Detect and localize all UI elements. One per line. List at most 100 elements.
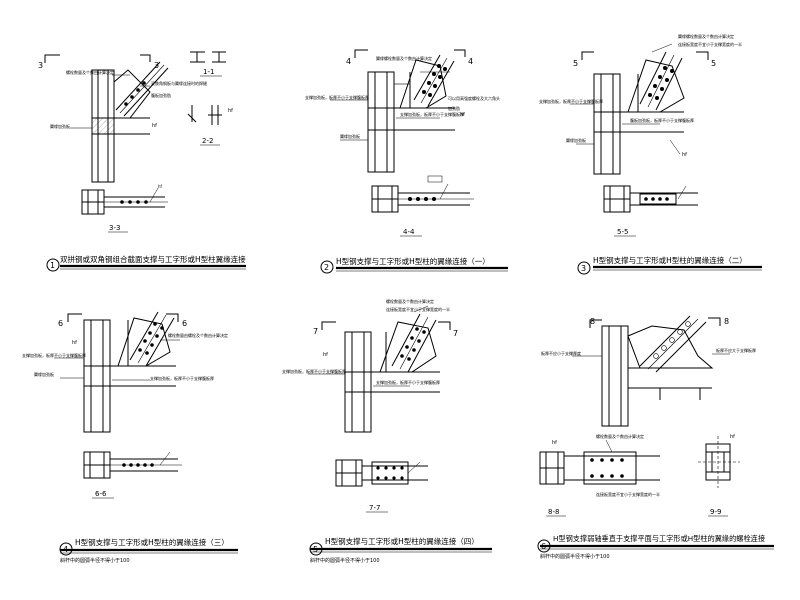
weld-symbol: hf — [152, 123, 157, 129]
section-mark-right: 8 — [724, 317, 729, 326]
note-plate-width: 连接板宽度不宜小于支撑宽度的一半 — [386, 306, 450, 312]
section-label-1-1: 1-1 — [203, 68, 214, 76]
note-hs-bolts: 可以用高强度螺栓及大六角头 — [448, 95, 500, 101]
detail-5: 7 7 螺栓数量及个数由计算决定 连接板宽度不宜小于支 — [282, 298, 492, 564]
section-label-6-6: 6-6 — [95, 490, 107, 498]
section-6-6-plan: 6-6 — [83, 451, 182, 499]
aux-weld-symbol: hf — [730, 434, 735, 440]
note-flange-bolts: 翼缘螺栓数量及个数由计算决定 — [376, 55, 432, 61]
note-brace-stiffener: 支撑加劲板，板厚不小于支撑腹板厚 — [539, 98, 603, 104]
detail-3: 5 5 翼缘螺栓数量及个数由计算决定 连接板宽度不宜小 — [539, 33, 762, 275]
section-2-2: hf 2-2 — [187, 105, 233, 146]
note-bolts: 螺栓数量及个数由计算决定 — [386, 298, 434, 304]
detail-title: H型钢支撑与工字形或H型柱的翼缘连接（四） — [325, 536, 479, 546]
section-9-9: hf 9-9 — [698, 434, 740, 517]
section-4-4-plan: 4-4 — [371, 175, 474, 237]
section-mark-left: 4 — [346, 57, 351, 66]
detail-number-circle — [577, 261, 591, 275]
column-elevation — [601, 325, 712, 427]
section-3-3-plan: hf 3-3 — [81, 184, 168, 233]
note-plate-width: 连接板宽度不宜小于支撑宽度的一半 — [678, 41, 742, 47]
gusset-plate — [113, 69, 151, 119]
column-elevation — [83, 319, 176, 433]
footnote: 斜杆中的圆弧半径不得小于100 — [60, 557, 130, 564]
note-stiffener: 加劲肋 — [448, 105, 460, 111]
detail-4: 6 6 螺栓数量由螺栓及个数由计算决定 支撑 — [22, 311, 238, 564]
section-mark-right: 4 — [468, 57, 473, 66]
detail-title: H型钢支撑弱轴垂直于支撑平面与工字形或H型柱的翼缘的螺栓连接 — [553, 534, 765, 543]
detail-number: 2 — [324, 263, 329, 272]
section-label-7-7: 7-7 — [369, 504, 380, 512]
gusset-plate — [627, 325, 714, 369]
note-plate-max: 板厚不应大于支撑板厚 — [716, 347, 756, 353]
footnote: 斜杆中的圆弧半径不得小于100 — [540, 553, 610, 560]
detail-number-circle — [46, 258, 60, 272]
note-plate-width: 连接板宽度不宜小于支撑宽度的一半 — [596, 491, 660, 497]
aux-weld-symbol: hf — [228, 108, 233, 114]
section-mark-right: 7 — [453, 329, 458, 338]
note-web-stiffener: 腹板加劲肋 — [151, 92, 171, 98]
note-bolts: 螺栓数量由螺栓及个数由计算决定 — [168, 332, 228, 338]
section-label-2-2: 2-2 — [202, 137, 213, 145]
gusset-plate — [379, 321, 437, 373]
note-brace-stiffener: 支撑加劲板，板厚不小于支撑腹板厚 — [22, 352, 86, 358]
detail-number: 3 — [581, 264, 586, 273]
diagonal-brace — [391, 313, 437, 373]
detail-number-circle — [320, 260, 334, 274]
section-mark-left: 8 — [590, 317, 595, 326]
gusset-plate — [627, 59, 685, 113]
note-bolts: 螺栓数量及个数由计算决定 — [66, 69, 114, 75]
note-brace-stiffener: 支撑加劲板，板厚不小于支撑腹板厚 — [282, 368, 346, 374]
detail-title: 双拼钢或双角钢组合截面支撑与工字形或H型柱翼缘连接 — [60, 254, 246, 264]
note-flange-bolts: 翼缘螺栓数量及个数由计算决定 — [678, 33, 734, 39]
note-bolt-count: 螺栓数量及个数由计算决定 — [596, 433, 644, 439]
section-mark-left: 3 — [38, 61, 43, 70]
detail-1: 3 3 螺栓数量及个数由计算决定 双肢角钢板与翼缘连接时的焊缝 — [38, 51, 246, 272]
weld-symbol: hf — [682, 152, 687, 158]
diagonal-brace — [115, 61, 169, 117]
weld-symbol: hf — [460, 112, 465, 118]
section-label-3-3: 3-3 — [109, 224, 120, 232]
diagonal-brace — [639, 315, 707, 373]
note-web-stiffener: 腹板加劲板，板厚不小于支撑腹板厚 — [630, 117, 694, 123]
section-mark-right: 6 — [182, 319, 187, 328]
detail-title: H型钢支撑与工字形或H型柱的翼缘连接（三） — [75, 537, 229, 547]
section-label-9-9: 9-9 — [710, 508, 721, 516]
note-brace-stiffener-2: 支撑加劲板，板厚不小于支撑腹板厚 — [150, 375, 214, 381]
detail-2: 4 4 翼缘螺栓数量及个数由计算决定 — [305, 49, 508, 274]
note-flange-stiffener: 翼缘加劲板 — [50, 123, 70, 129]
note-plate-min: 板厚不应小于支撑厚度 — [541, 350, 581, 356]
detail-6: 8 8 板厚不应小于支撑厚度 板厚不应大于支撑板厚 — [537, 315, 774, 560]
weld-symbol: hf — [323, 352, 328, 358]
diagonal-brace — [129, 311, 175, 367]
note-brace-stiffener-2: 支撑加劲板，板厚不小于支撑腹板厚 — [376, 379, 440, 385]
section-mark-left: 6 — [58, 319, 63, 328]
note-brace-stiffener: 支撑加劲板，板厚不小于支撑腹板厚 — [305, 94, 369, 100]
note-angle-weld: 双肢角钢板与翼缘连接时的焊缝 — [151, 80, 207, 86]
note-flange-stiffener: 翼缘加劲板 — [340, 133, 360, 139]
note-brace-stiffener-2: 支撑加劲板，板厚不小于支撑腹板厚 — [400, 111, 464, 117]
note-flange-stiffener: 翼缘加劲板 — [566, 137, 586, 143]
column-elevation — [367, 71, 455, 173]
section-mark-right: 5 — [711, 59, 716, 68]
section-label-8-8: 8-8 — [548, 508, 559, 516]
detail-number: 1 — [50, 261, 55, 270]
detail-title: H型钢支撑与工字形或H型柱的翼缘连接（二） — [593, 255, 747, 265]
section-8-8: 螺栓数量及个数由计算决定 连接板宽度不宜小于支撑宽度的一半 8-8 — [539, 433, 660, 517]
diagonal-brace — [413, 54, 455, 107]
section-7-7-plan: 7-7 — [335, 459, 428, 513]
plan-weld-symbol: hf — [158, 184, 163, 189]
section-mark-left: 5 — [573, 59, 578, 68]
section-label-4-4: 4-4 — [403, 228, 415, 236]
detail-title: H型钢支撑与工字形或H型柱的翼缘连接（一） — [336, 256, 490, 266]
section-label-5-5: 5-5 — [617, 228, 628, 236]
section-5-5-plan: 5-5 — [603, 185, 698, 237]
footnote: 斜杆中的圆弧半径不得小于100 — [310, 557, 380, 564]
section-mark-left: 7 — [313, 327, 318, 336]
gusset-plate — [117, 317, 171, 367]
section-1-1: 1-1 — [190, 51, 226, 77]
weld-symbol: hf — [552, 440, 557, 446]
diagonal-brace — [639, 51, 683, 111]
weld-symbol: hf — [72, 340, 77, 346]
